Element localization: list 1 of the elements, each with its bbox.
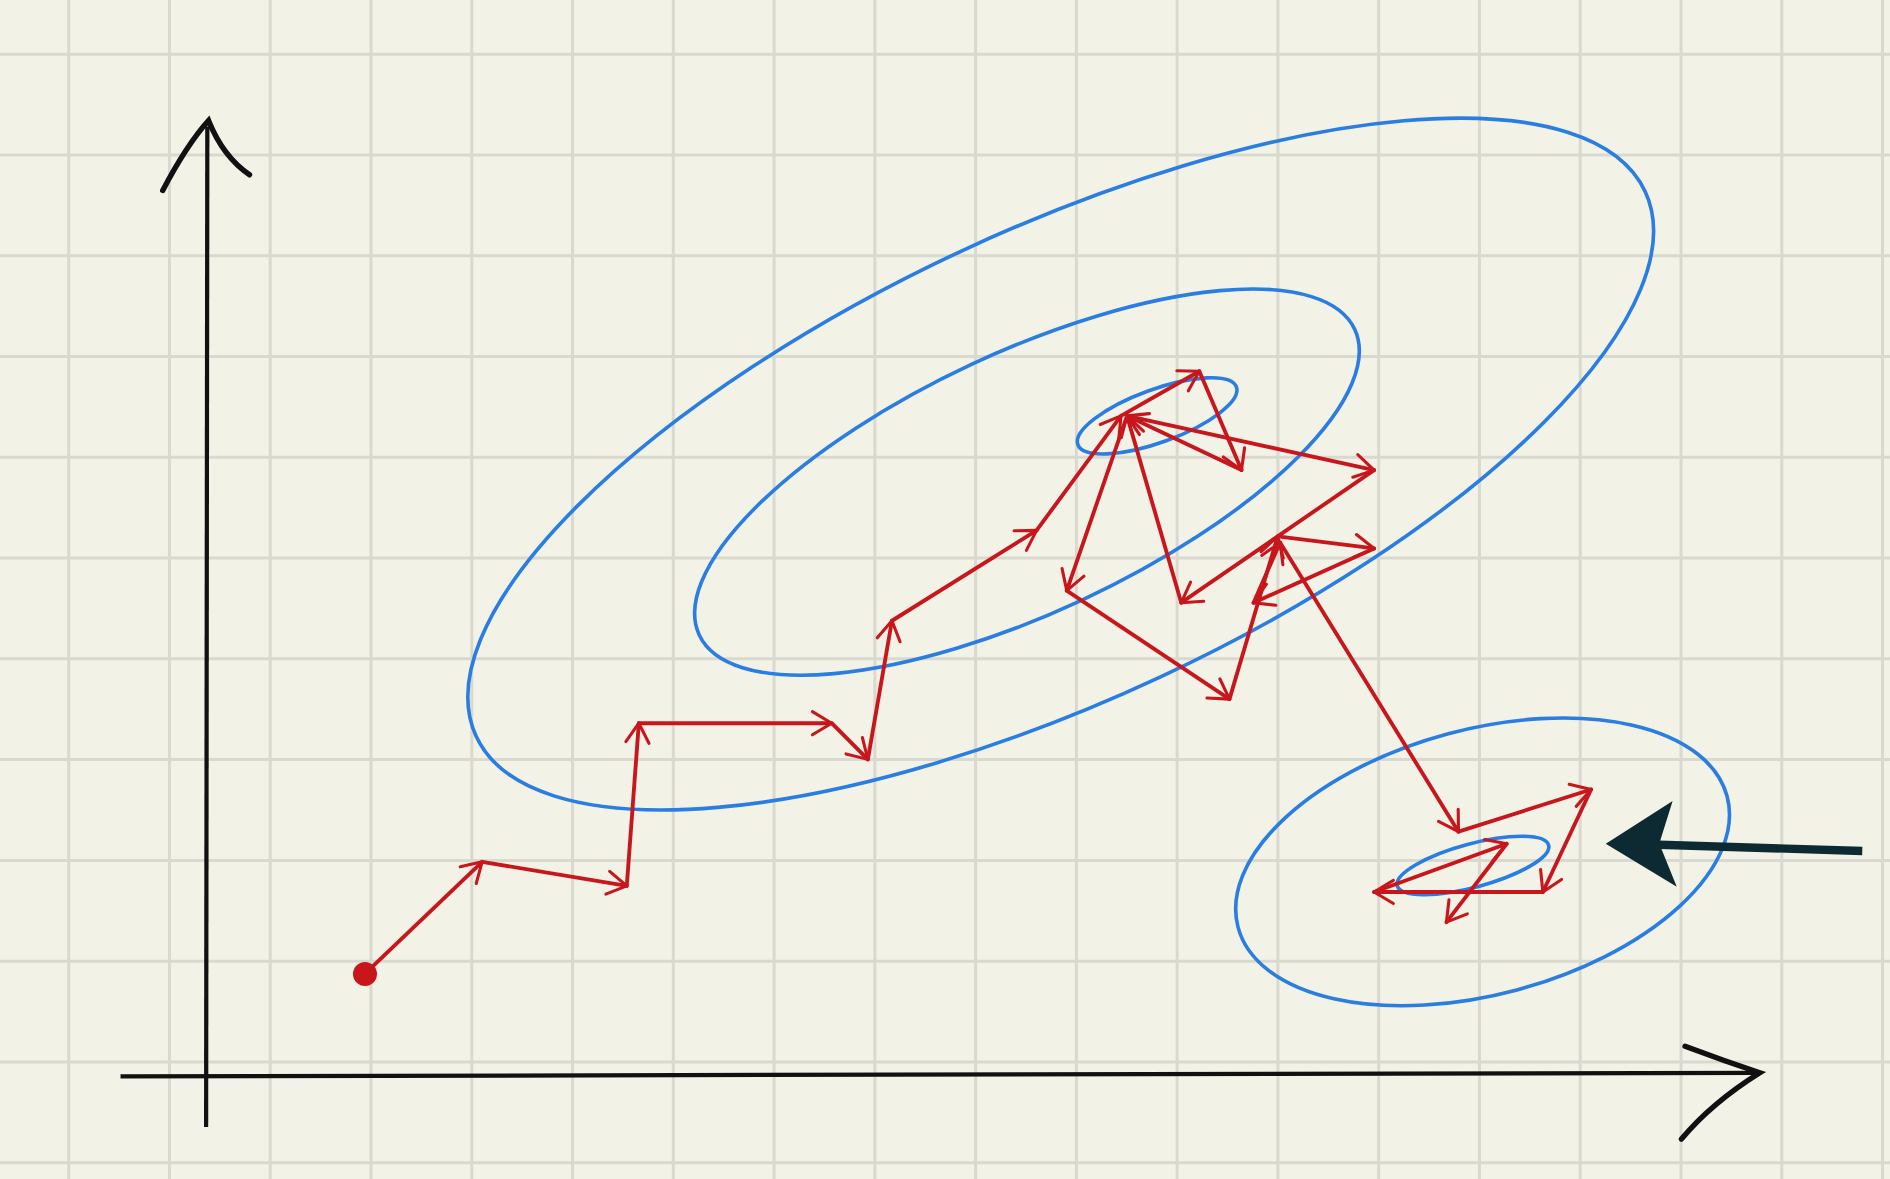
start-point <box>353 961 378 986</box>
